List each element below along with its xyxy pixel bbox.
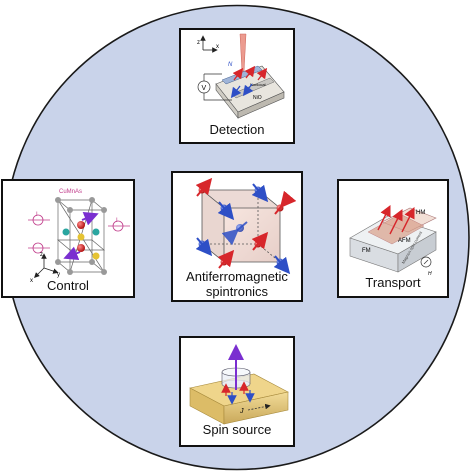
center-label-line1: Antiferromagnetic <box>186 269 288 284</box>
red-spin-arrow-icon <box>232 65 268 81</box>
center-label-line2: spintronics <box>206 284 269 299</box>
detection-nonlocal-label: Nonlocal <box>250 82 266 87</box>
transport-afm-label: AFM <box>398 238 411 244</box>
red-spin-arrow-icon <box>221 381 249 396</box>
detection-nio-label: NiO <box>253 95 262 101</box>
spin-source-label: Spin source <box>203 422 272 437</box>
detection-axis-z: z <box>197 40 200 46</box>
detection-label: Detection <box>210 122 265 137</box>
center-cube-illustration <box>195 177 297 275</box>
red-spin-arrow-icon <box>195 177 297 269</box>
control-label: Control <box>47 278 89 293</box>
transport-h-label: H <box>428 271 432 277</box>
detection-voltmeter: V <box>202 85 207 92</box>
detection-n-label-1: N <box>228 62 233 68</box>
transport-label: Transport <box>365 275 421 290</box>
control-current-label-1: I <box>36 212 38 218</box>
transport-illustration: HM AFM FM Magnon spin current H <box>349 204 437 277</box>
control-material-label: CuMnAs <box>59 189 82 195</box>
spin-source-current-label: J <box>239 408 244 415</box>
blue-spin-arrow-icon <box>230 83 254 99</box>
control-axis-x: x <box>30 278 33 284</box>
control-current-label-2: I <box>116 218 118 224</box>
control-illustration: CuMnAs <box>28 189 130 284</box>
detection-illustration: z x NiO Nonlocal N N <box>197 33 285 119</box>
detection-axis-x: x <box>216 44 219 50</box>
panel-control: CuMnAs <box>1 179 135 298</box>
control-axis-y: y <box>57 272 60 278</box>
spin-source-illustration: J <box>189 344 289 425</box>
control-axis-z: z <box>40 252 43 258</box>
red-spin-arrow-icon <box>377 204 415 235</box>
purple-magnetization-arrow-icon <box>63 211 99 261</box>
panel-spin-source: J Spin source <box>179 336 295 447</box>
panel-center: Antiferromagnetic spintronics <box>171 171 303 302</box>
panel-transport: HM AFM FM Magnon spin current H Transpor… <box>337 179 449 298</box>
panel-detection: z x NiO Nonlocal N N <box>179 28 295 144</box>
transport-fm-label: FM <box>362 248 371 254</box>
current-arrow-icon <box>28 214 130 254</box>
transport-hm-label: HM <box>416 210 425 216</box>
blue-spin-arrow-icon <box>227 390 255 405</box>
blue-spin-arrow-icon <box>195 183 291 275</box>
